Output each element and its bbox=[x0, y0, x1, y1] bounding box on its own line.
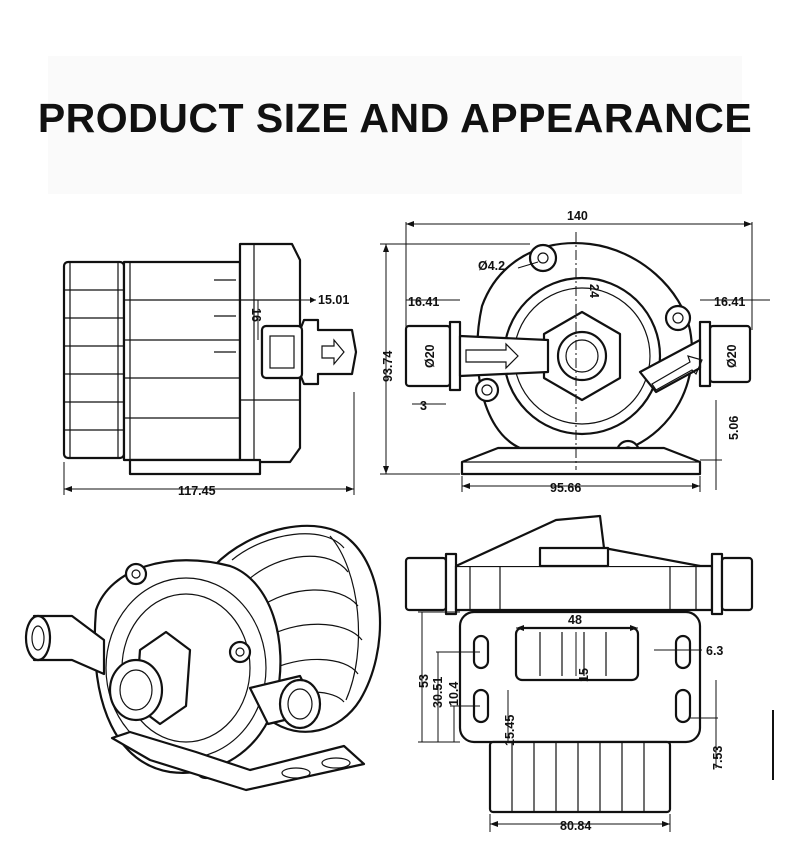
dim-side-length: 117.45 bbox=[178, 484, 216, 498]
dim-height-total: 53 bbox=[417, 674, 431, 688]
bottom-view: 48 15 6.3 53 30.51 10.4 15.45 7.53 80.84 bbox=[404, 514, 774, 833]
dim-height-b: 10.4 bbox=[447, 682, 461, 706]
dim-front-width: 140 bbox=[567, 209, 588, 223]
side-view: 117.45 15.01 16 bbox=[62, 242, 358, 498]
dim-base-height: 5.06 bbox=[727, 416, 741, 440]
isometric-view bbox=[24, 524, 382, 792]
dim-port-height: 16 bbox=[249, 308, 263, 322]
dim-hole-dia: Ø4.2 bbox=[478, 259, 505, 273]
dim-right-pipe: 16.41 bbox=[714, 295, 745, 309]
dim-bottom-width: 80.84 bbox=[560, 819, 591, 833]
dim-center: 24 bbox=[587, 284, 601, 298]
dim-slot-dia: 6.3 bbox=[706, 644, 723, 658]
page-title: PRODUCT SIZE AND APPEARANCE bbox=[37, 95, 753, 141]
dim-right-dia: Ø20 bbox=[725, 344, 739, 368]
dim-slot-width: 48 bbox=[568, 613, 582, 627]
dim-front-height: 93.74 bbox=[381, 351, 395, 382]
dim-base-width: 95.66 bbox=[550, 481, 581, 495]
title-band bbox=[48, 56, 742, 194]
dim-offset-left: 15.45 bbox=[503, 715, 517, 746]
dim-wall: 3 bbox=[420, 399, 427, 413]
dim-left-pipe: 16.41 bbox=[408, 295, 439, 309]
dim-outlet-offset: 15.01 bbox=[318, 293, 349, 307]
dim-left-dia: Ø20 bbox=[423, 344, 437, 368]
dim-slot-depth: 15 bbox=[577, 668, 591, 682]
dim-offset-right: 7.53 bbox=[711, 746, 725, 770]
dim-height-a: 30.51 bbox=[431, 677, 445, 708]
front-view: 140 93.74 Ø4.2 24 16.41 16.41 Ø20 Ø20 3 … bbox=[380, 209, 770, 495]
